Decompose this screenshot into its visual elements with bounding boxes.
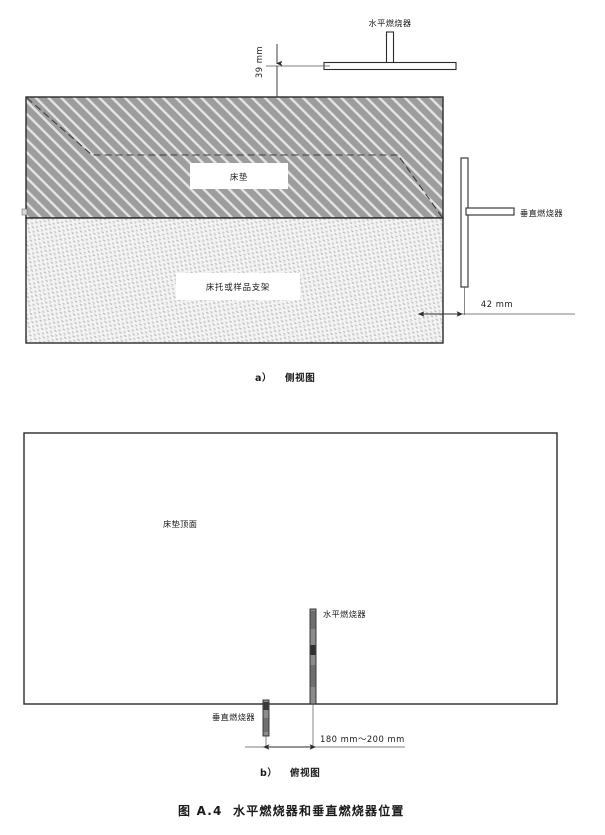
top-view-caption: b） 俯视图 <box>260 767 320 779</box>
horizontal-burner-stem <box>385 31 395 67</box>
support-label-text: 床托或样品支架 <box>206 282 270 292</box>
side-view-caption: a） 侧视图 <box>255 372 315 384</box>
figure-number: 图 A.4 <box>178 804 223 818</box>
figure-caption: 图 A.4 水平燃烧器和垂直燃烧器位置 <box>178 803 405 818</box>
horizontal-burner-top <box>309 608 317 705</box>
mattress-label: 床垫 <box>190 163 288 189</box>
dim-42mm-label: 42 mm <box>481 299 513 309</box>
dim-180-200mm-label: 180 mm～200 mm <box>320 734 405 744</box>
figure-title: 水平燃烧器和垂直燃烧器位置 <box>233 803 405 818</box>
dim-39mm-label: 39 mm <box>254 46 264 78</box>
vertical-burner-arm <box>465 207 515 216</box>
horizontal-burner-tube-seg-bottom <box>310 665 316 687</box>
side-vertical-burner-label: 垂直燃烧器 <box>520 208 563 218</box>
top-view-caption-marker: b） <box>260 767 278 779</box>
side-horizontal-burner-label: 水平燃烧器 <box>369 18 412 28</box>
mattress-left-edge-tab <box>21 208 28 216</box>
side-view-caption-marker: a） <box>255 372 272 384</box>
support-label-box <box>176 273 300 300</box>
vertical-burner-body <box>460 157 469 288</box>
side-view-group: 水平燃烧器 39 mm 床垫 <box>21 18 575 384</box>
top-vertical-burner-label: 垂直燃烧器 <box>212 712 255 722</box>
horizontal-burner-tube-seg-mid <box>310 645 316 655</box>
support-label: 床托或样品支架 <box>176 273 300 300</box>
mattress-top-surface-rect <box>23 432 558 705</box>
mattress-top-surface-label: 床垫顶面 <box>163 519 197 529</box>
vertical-burner-top <box>262 699 270 737</box>
top-view-group: 床垫顶面 水平燃烧器 垂直燃烧器 180 mm～200 mm <box>23 432 558 779</box>
top-horizontal-burner-label: 水平燃烧器 <box>323 609 366 619</box>
vertical-burner-tube-seg-top <box>263 702 269 710</box>
mattress-label-box <box>190 163 288 189</box>
vertical-burner-tube-seg-bottom <box>263 718 269 732</box>
horizontal-burner-tube-seg-top <box>310 611 316 629</box>
top-view-caption-label: 俯视图 <box>290 767 320 779</box>
mattress-chamfer-dashed-line <box>26 97 443 218</box>
mattress-label-text: 床垫 <box>230 172 248 182</box>
side-view-caption-label: 侧视图 <box>285 372 315 384</box>
horizontal-burner-bar <box>323 61 457 71</box>
mattress-block <box>25 96 444 219</box>
